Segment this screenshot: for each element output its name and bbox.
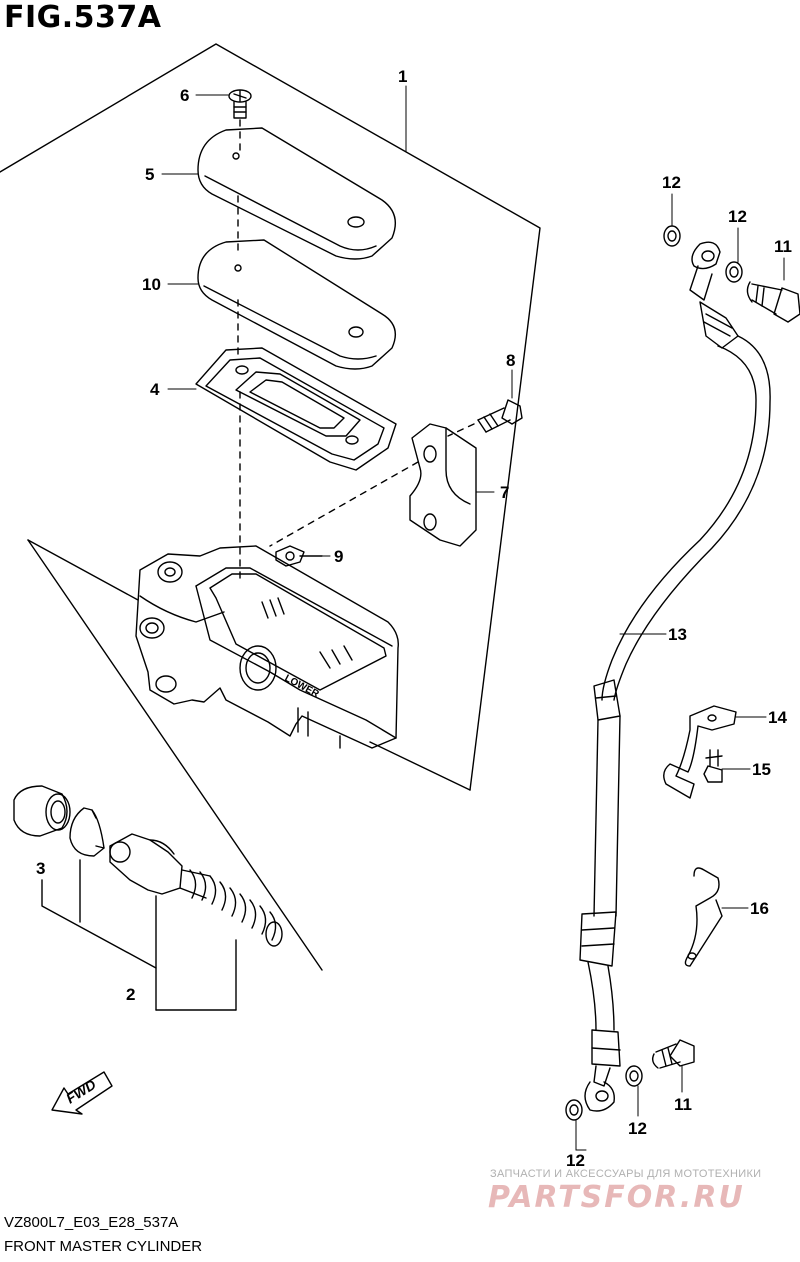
hose-clamp-bracket bbox=[663, 705, 737, 799]
circlip bbox=[69, 807, 105, 857]
hose-guide bbox=[684, 867, 723, 967]
callout-5: 5 bbox=[145, 165, 154, 184]
piston-spring-assembly bbox=[109, 833, 283, 947]
callout-11-top: 11 bbox=[774, 237, 792, 256]
callout-16: 16 bbox=[750, 899, 769, 918]
diaphragm-plate bbox=[197, 239, 396, 370]
bracket-bolt bbox=[703, 749, 723, 783]
assembly-frame bbox=[0, 43, 541, 971]
callout-14: 14 bbox=[768, 708, 787, 727]
callout-12-bottom-right: 12 bbox=[628, 1119, 647, 1138]
callout-7: 7 bbox=[500, 483, 509, 502]
cap-screw bbox=[228, 89, 252, 119]
callout-12-top: 12 bbox=[662, 173, 681, 192]
callout-10: 10 bbox=[142, 275, 161, 294]
model-code: VZ800L7_E03_E28_537A bbox=[4, 1214, 179, 1231]
callout-leaders bbox=[161, 85, 785, 1151]
diaphragm-gasket bbox=[195, 347, 397, 471]
forward-direction-arrow bbox=[51, 1071, 113, 1115]
callout-13: 13 bbox=[668, 625, 687, 644]
figure-caption: FRONT MASTER CYLINDER bbox=[4, 1238, 203, 1255]
watermark-logo: PARTSFOR.RU bbox=[488, 1180, 745, 1215]
lower-mark-text: LOWER bbox=[283, 673, 322, 701]
watermark-tagline: ЗАПЧАСТИ И АКСЕССУАРЫ ДЛЯ МОТОТЕХНИКИ bbox=[490, 1168, 762, 1180]
washers bbox=[565, 225, 743, 1121]
callout-9: 9 bbox=[334, 547, 343, 566]
part-grouping-lines bbox=[41, 859, 237, 1011]
clip-nut bbox=[275, 545, 323, 567]
assembly-guide-lines bbox=[237, 119, 475, 579]
reservoir-cap bbox=[197, 127, 396, 260]
callout-12-mid: 12 bbox=[728, 207, 747, 226]
union-bolts bbox=[651, 281, 800, 1069]
brake-hose bbox=[579, 241, 771, 1112]
piston-cup bbox=[13, 785, 71, 837]
callout-2: 2 bbox=[126, 985, 135, 1004]
callout-8: 8 bbox=[506, 351, 515, 370]
figure-title: FIG.537A bbox=[4, 0, 162, 35]
master-cylinder-body bbox=[135, 545, 399, 749]
handlebar-holder bbox=[409, 423, 477, 547]
callout-1: 1 bbox=[398, 67, 407, 86]
callout-15: 15 bbox=[752, 760, 771, 779]
callout-11-bottom: 11 bbox=[674, 1095, 692, 1114]
callout-6: 6 bbox=[180, 86, 189, 105]
callout-3: 3 bbox=[36, 859, 45, 878]
callout-12-bottom-left: 12 bbox=[566, 1151, 585, 1170]
clamp-bolt bbox=[477, 399, 523, 433]
callout-4: 4 bbox=[150, 380, 160, 399]
fwd-label: FWD bbox=[63, 1076, 99, 1106]
